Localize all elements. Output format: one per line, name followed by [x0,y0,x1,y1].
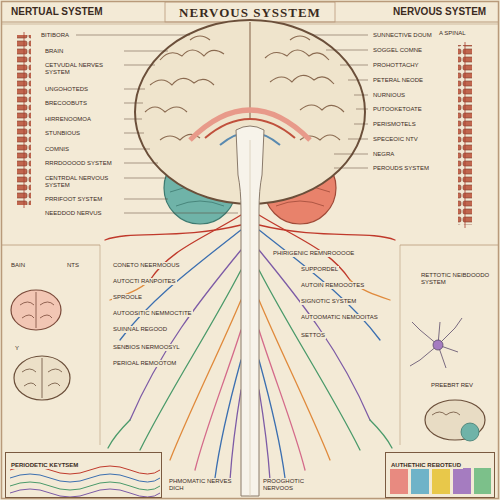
part-label: AUTOOMATIC NEMOOITAS [300,314,379,321]
part-label: RETTOTIC NEIBDOODO SYSTEM [420,272,492,286]
part-label: Y [14,345,20,352]
part-label: PERIOAL REMOOTOM [112,360,177,367]
part-label: NEEDDOD NERVUS [44,210,103,217]
part-label: PRRIFOOT SYSTEM [44,196,103,203]
part-label: CENTRDAL NERVOUS SYSTEM [44,175,122,189]
part-label: SPROOLE [112,294,143,301]
part-label: SUINNAL REGOOD [112,326,168,333]
part-label: SETTOS [300,332,326,339]
header-label: NERVOUS SYSTEM [392,6,487,18]
part-label: SOGGEL COMNE [372,47,423,54]
part-label: AUTOOSITIC NEMMOCTITE [112,310,193,317]
header-label: NERTUAL SYSTEM [10,6,104,18]
picture-panel: AUTHETHIC REBOTEUD [385,452,495,498]
part-label: CONETO NEERMOOUS [112,262,181,269]
part-label: PROOGHOTIC NERVOOS [262,478,334,492]
part-label: SUNNECTIVE DOUM [372,32,433,39]
part-label: PEROUDS SYSTEM [372,165,430,172]
part-label: SPECEOIC NTV [372,136,419,143]
part-label: SUPPORDEL [300,266,339,273]
part-label: NEGRA [372,151,395,158]
part-label: PHMOMATIC NERVES DICH [168,478,240,492]
part-label: SIGNOTIC SYSTEM [300,298,357,305]
part-label: PETERAL NEODE [372,77,424,84]
part-label: BRAIN [44,48,64,55]
part-label: BAIN [10,262,26,269]
part-label: STUNBIOUS [44,130,81,137]
part-label: AUTOCTI RANPOITES [112,278,177,285]
part-label: BRECOOBUTS [44,100,88,107]
part-label: HIRRENOOMOA [44,116,92,123]
part-label: COMNIS [44,146,70,153]
part-label: CETVUDAL NERVES SYSTEM [44,62,122,76]
part-label: SENBIOS NERMOOSYL [112,344,181,351]
picture-panel: PERIODETIC KEYTSEM [5,452,162,498]
part-label: NTS [66,262,80,269]
panel-heading: PERIODETIC KEYTSEM [9,462,80,469]
part-label: PREEBRT REV [430,382,474,389]
part-label: RRRDOOOOD SYSTEM [44,160,113,167]
part-label: PHIRIGENIC REMNROOOOE [272,250,355,257]
panel-heading: AUTHETHIC REBOTEUD [389,462,463,469]
part-label: AUTOIN REMOOOTES [300,282,365,289]
part-label: UNGOHOTEDS [44,86,89,93]
part-label: PERISMOTELS [372,121,417,128]
part-label: NURNIOUS [372,92,406,99]
part-label: A SPINAL [438,30,467,37]
part-label: PROHOTTACHY [372,62,420,69]
part-label: BITIBORA [40,32,70,39]
part-label: PUTOOKETOATE [372,106,423,113]
